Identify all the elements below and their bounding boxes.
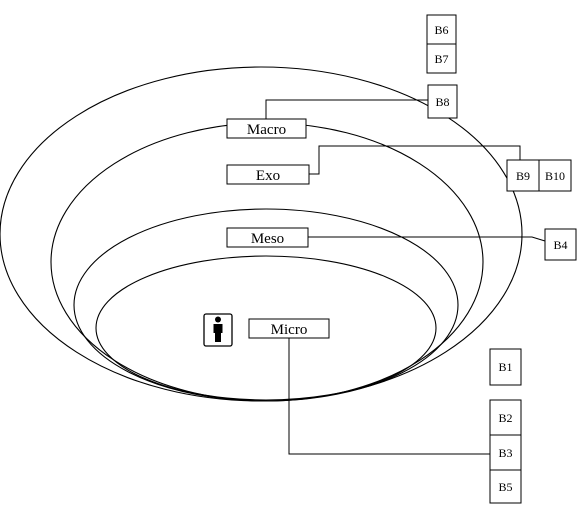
b2-box: B2 [489, 399, 522, 436]
b3-label: B3 [498, 446, 512, 460]
micro-ellipse [95, 255, 437, 401]
meso-label: Meso [251, 231, 284, 247]
b7-box: B7 [426, 43, 457, 74]
macro-label-box: Macro [226, 118, 307, 139]
b1-box: B1 [489, 348, 522, 386]
b7-label: B7 [434, 52, 448, 66]
b10-label: B10 [545, 169, 565, 183]
b9-box: B9 [506, 159, 540, 192]
connector-exo-b9-b10 [309, 145, 521, 175]
exo-label: Exo [256, 168, 280, 184]
b10-box: B10 [538, 159, 572, 192]
micro-label-box: Micro [248, 318, 330, 339]
person-icon [203, 313, 233, 347]
connector-micro-b3 [288, 338, 490, 455]
connector-macro-b8 [265, 99, 428, 119]
exo-label-box: Exo [226, 164, 310, 185]
b8-box: B8 [427, 84, 458, 119]
b8-label: B8 [435, 95, 449, 109]
connector-meso-b4 [308, 236, 546, 242]
b6-label: B6 [434, 23, 448, 37]
micro-label: Micro [271, 322, 308, 338]
b4-label: B4 [553, 238, 567, 252]
b9-label: B9 [516, 169, 530, 183]
b3-box: B3 [489, 434, 522, 471]
b4-box: B4 [544, 228, 577, 261]
b5-box: B5 [489, 469, 522, 504]
b6-box: B6 [426, 14, 457, 45]
b1-label: B1 [498, 360, 512, 374]
macro-label: Macro [247, 122, 286, 138]
meso-ellipse [73, 208, 459, 402]
b2-label: B2 [498, 411, 512, 425]
b5-label: B5 [498, 480, 512, 494]
meso-label-box: Meso [226, 227, 309, 248]
